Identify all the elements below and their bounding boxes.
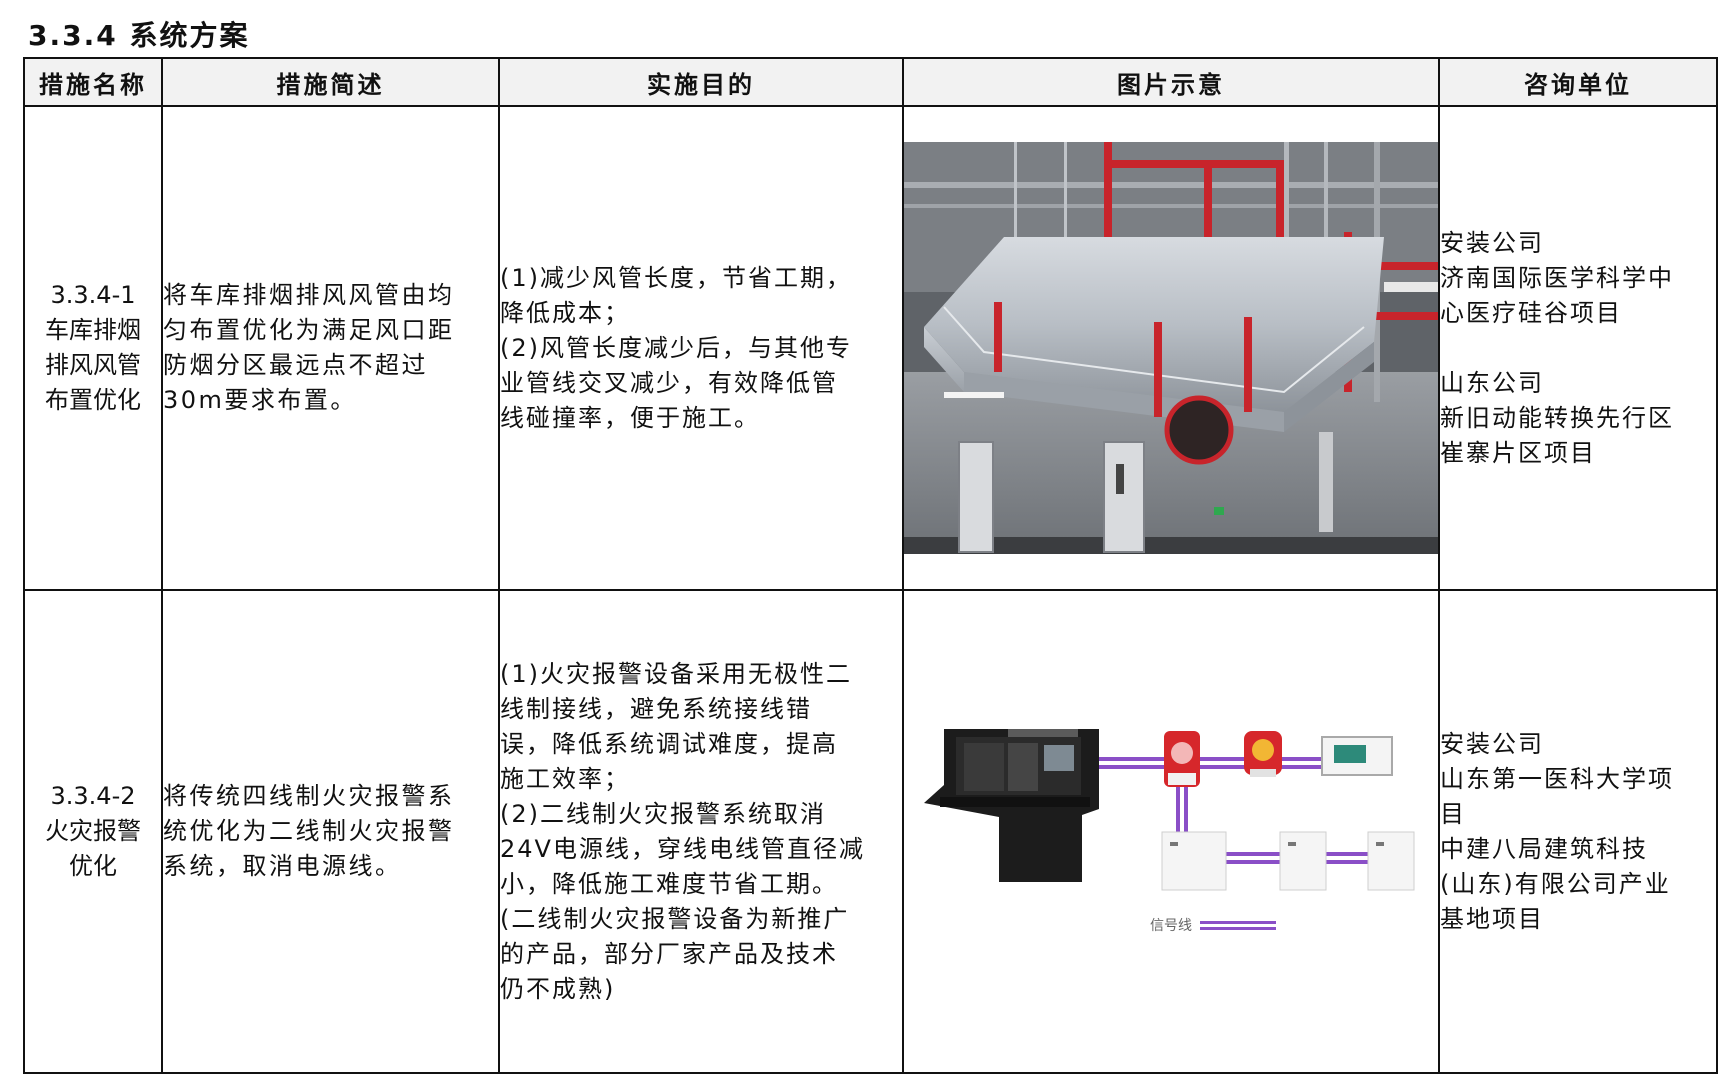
text-line: 安装公司 xyxy=(1440,228,1544,257)
measure-desc: 将车库排烟排风风管由均匀布置优化为满足风口距防烟分区最远点不超过 30m要求布置。 xyxy=(161,105,500,591)
text-line: 基地项目 xyxy=(1440,904,1544,933)
text-line: 30m要求布置。 xyxy=(163,386,357,414)
text-line: 业管线交叉减少，有效降低管 xyxy=(500,368,838,397)
text-line: 车库排烟 xyxy=(45,316,141,344)
text-line: 将车库排烟排风风管由均 xyxy=(163,281,455,309)
text-line xyxy=(1440,331,1716,366)
text-line: 统优化为二线制火灾报警 xyxy=(163,817,455,845)
section-title: 3.3.4 系统方案 xyxy=(28,19,250,52)
text-line: 小，降低施工难度节省工期。 xyxy=(500,869,838,898)
header-purpose: 实施目的 xyxy=(498,57,904,107)
legend-label: 信号线 xyxy=(1150,918,1192,934)
text-line: 施工效率； xyxy=(500,764,630,793)
text-line: 仍不成熟) xyxy=(500,974,616,1003)
text-line: 中建八局建筑科技 xyxy=(1440,834,1648,863)
text-line: (2)二线制火灾报警系统取消 xyxy=(500,799,826,828)
text-line: 24V电源线，穿线电线管直径减 xyxy=(500,834,865,863)
text-line: 防烟分区最远点不超过 xyxy=(163,351,428,379)
text-line: 系统，取消电源线。 xyxy=(163,852,402,880)
fire-alarm-diagram: 信号线 xyxy=(924,728,1415,934)
measure-purpose: (1)火灾报警设备采用无极性二线制接线，避免系统接线错误，降低系统调试难度，提高… xyxy=(498,589,904,1074)
table-row: 3.3.4-2 火灾报警优化 将传统四线制火灾报警系统优化为二线制火灾报警系统，取… xyxy=(23,589,1718,1074)
text-line: 心医疗硅谷项目 xyxy=(1440,298,1622,327)
module-1 xyxy=(1161,831,1227,890)
module-3 xyxy=(1367,831,1415,890)
measure-purpose: (1)减少风管长度，节省工期， 降低成本； (2)风管长度减少后，与其他专业管线交叉… xyxy=(498,105,904,591)
text-line: 目 xyxy=(1440,799,1466,828)
consulting-unit: 安装公司山东第一医科大学项目中建八局建筑科技 (山东)有限公司产业基地项目 xyxy=(1438,589,1718,1074)
text-line: 线碰撞率，便于施工。 xyxy=(500,403,760,432)
consulting-unit: 安装公司济南国际医学科学中心医疗硅谷项目山东公司新旧动能转换先行区崔寨片区项目 xyxy=(1438,105,1718,591)
measure-name: 3.3.4-2 火灾报警优化 xyxy=(23,589,163,1074)
text-line: 优化 xyxy=(69,852,117,880)
text-line: 火灾报警 xyxy=(45,817,141,845)
header-unit: 咨询单位 xyxy=(1438,57,1718,107)
header-name: 措施名称 xyxy=(23,57,163,107)
measure-name: 3.3.4-1 车库排烟排风风管布置优化 xyxy=(23,105,163,591)
table-row: 3.3.4-1 车库排烟排风风管布置优化 将车库排烟排风风管由均匀布置优化为满足风… xyxy=(23,105,1718,591)
module-2 xyxy=(1279,831,1327,890)
text-line: (2)风管长度减少后，与其他专 xyxy=(500,333,852,362)
text-line: 新旧动能转换先行区 xyxy=(1440,403,1674,432)
text-line: 安装公司 xyxy=(1440,729,1544,758)
table-header-row: 措施名称 措施简述 实施目的 图片示意 咨询单位 xyxy=(23,57,1718,107)
text-line: 误，降低系统调试难度，提高 xyxy=(500,729,838,758)
text-line: 济南国际医学科学中 xyxy=(1440,263,1674,292)
measure-desc: 将传统四线制火灾报警系统优化为二线制火灾报警系统，取消电源线。 xyxy=(161,589,500,1074)
text-line: 布置优化 xyxy=(45,386,141,414)
header-desc: 措施简述 xyxy=(161,57,500,107)
text-line: 降低成本； xyxy=(500,298,630,327)
text-line: 3.3.4-1 xyxy=(50,281,136,309)
text-line: 排风风管 xyxy=(45,351,141,379)
text-line: (山东)有限公司产业 xyxy=(1440,869,1671,898)
measure-image xyxy=(902,105,1440,591)
text-line: 山东第一医科大学项 xyxy=(1440,764,1674,793)
text-line: (1)减少风管长度，节省工期， xyxy=(500,263,852,292)
text-line: 的产品，部分厂家产品及技术 xyxy=(500,939,838,968)
text-line: 将传统四线制火灾报警系 xyxy=(163,782,455,810)
duct-photo xyxy=(904,142,1438,554)
text-line: 崔寨片区项目 xyxy=(1440,438,1596,467)
text-line: (二线制火灾报警设备为新推广 xyxy=(500,904,850,933)
text-line: 3.3.4-2 xyxy=(50,782,136,810)
header-image: 图片示意 xyxy=(902,57,1440,107)
text-line: 山东公司 xyxy=(1440,368,1544,397)
text-line: (1)火灾报警设备采用无极性二 xyxy=(500,659,852,688)
signal-lines xyxy=(1099,756,1368,879)
measure-image: 信号线 xyxy=(902,589,1440,1074)
measures-table: 措施名称 措施简述 实施目的 图片示意 咨询单位 3.3.4-1 车库排烟排风风管… xyxy=(23,57,1718,1074)
text-line: 线制接线，避免系统接线错 xyxy=(500,694,812,723)
text-line: 匀布置优化为满足风口距 xyxy=(163,316,455,344)
legend-line xyxy=(1200,920,1276,924)
